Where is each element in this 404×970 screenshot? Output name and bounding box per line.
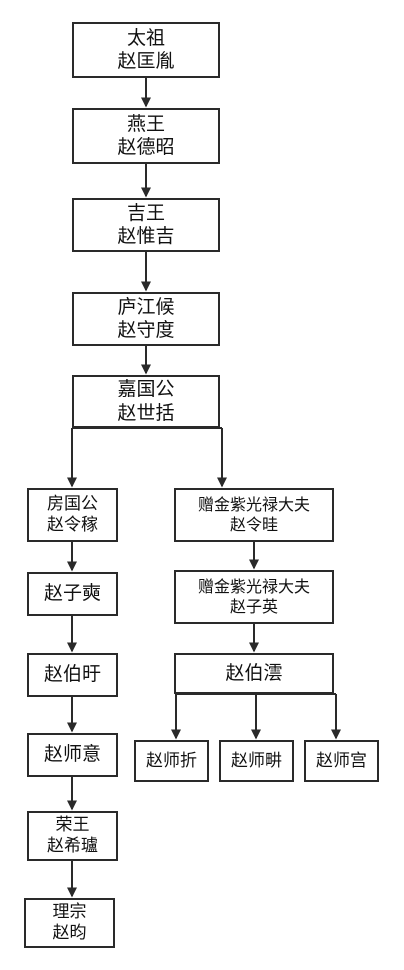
node-fangguo: 房国公 赵令稼 [27,488,118,542]
node-shigong: 赵师宫 [304,740,379,782]
node-zengjin1: 赠金紫光禄大夫 赵令晆 [174,488,334,542]
node-shizhe: 赵师折 [134,740,209,782]
node-lujiang-title: 庐江候 [117,295,175,318]
node-zishuang: 赵子奭 [27,572,118,616]
node-lizong: 理宗 赵昀 [24,898,115,948]
node-zengjin2-title: 赠金紫光禄大夫 [197,577,310,597]
node-lujiang-name: 赵守度 [117,319,175,341]
node-zengjin2-name: 赵子英 [229,597,278,616]
node-yanwang: 燕王 赵德昭 [72,108,220,164]
node-boxu-name: 赵伯旴 [43,663,101,686]
node-shipan-name: 赵师畊 [231,750,282,771]
node-jiwang: 吉王 赵惟吉 [72,198,220,252]
node-shiyi: 赵师意 [27,733,118,777]
node-jiaguo-title: 嘉国公 [117,378,175,401]
node-rongwang: 荣王 赵希瓐 [27,811,118,861]
node-rongwang-name: 赵希瓐 [47,836,98,856]
node-zengjin1-name: 赵令晆 [229,515,278,534]
node-taizu-title: 太祖 [126,26,165,49]
node-lujiang: 庐江候 赵守度 [72,292,220,346]
node-zengjin2: 赠金紫光禄大夫 赵子英 [174,570,334,624]
node-boxu: 赵伯旴 [27,653,118,697]
node-lizong-title: 理宗 [52,902,87,923]
node-shiyi-name: 赵师意 [43,743,101,766]
node-jiaguo: 嘉国公 赵世括 [72,375,220,428]
node-rongwang-title: 荣王 [55,815,90,836]
node-jiwang-title: 吉王 [126,201,165,224]
node-bosu: 赵伯澐 [174,653,334,694]
node-taizu-name: 赵匡胤 [117,50,175,72]
node-jiwang-name: 赵惟吉 [117,225,175,247]
node-zengjin1-title: 赠金紫光禄大夫 [197,495,310,515]
node-lizong-name: 赵昀 [52,923,87,943]
node-yanwang-name: 赵德昭 [117,136,175,158]
node-yanwang-title: 燕王 [126,112,165,135]
node-shizhe-name: 赵师折 [146,750,197,771]
node-fangguo-title: 房国公 [47,494,98,515]
node-zishuang-name: 赵子奭 [43,582,101,605]
node-fangguo-name: 赵令稼 [47,515,98,535]
node-shipan: 赵师畊 [219,740,294,782]
node-bosu-name: 赵伯澐 [225,661,283,684]
node-taizu: 太祖 赵匡胤 [72,22,220,78]
node-jiaguo-name: 赵世括 [117,401,175,424]
node-shigong-name: 赵师宫 [316,750,367,771]
